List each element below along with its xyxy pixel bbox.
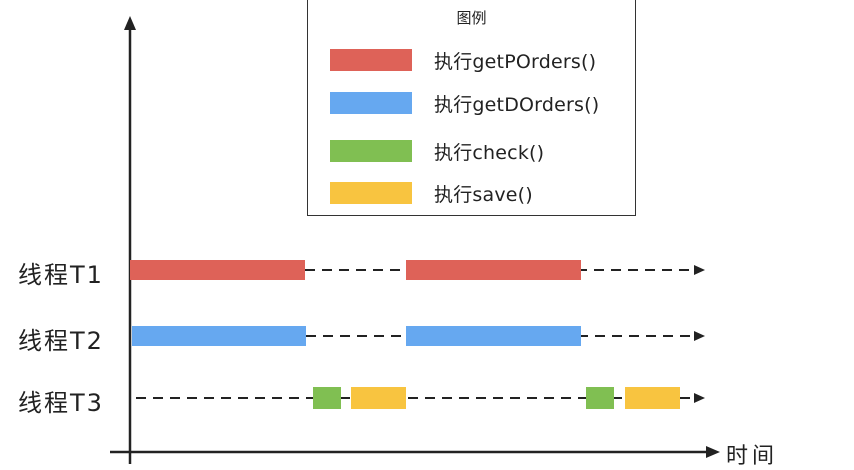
t3-save-block-1 [351, 387, 406, 409]
x-axis-label: 时间 [726, 444, 779, 469]
t3-save-block-2 [625, 387, 680, 409]
t1-getporders-bar-1 [130, 260, 305, 280]
t1-arrow [694, 265, 705, 275]
x-axis-arrow [706, 446, 720, 458]
legend-title: 图例 [456, 9, 487, 27]
t3-arrow [694, 393, 705, 403]
thread-label-t2: 线程T2 [18, 327, 104, 355]
t3-check-block-2 [586, 387, 614, 409]
legend-item-save: 执行save() [330, 180, 533, 206]
legend-label-getporders: 执行getPOrders() [434, 50, 597, 73]
legend-item-getporders: 执行getPOrders() [330, 47, 596, 73]
y-axis-arrow [124, 16, 136, 30]
legend-label-getdorders: 执行getDOrders() [434, 93, 600, 116]
legend-swatch-red [330, 49, 412, 71]
legend-swatch-yellow [330, 182, 412, 204]
t3-check-block-1 [313, 387, 341, 409]
legend-item-check: 执行check() [330, 138, 544, 164]
thread-label-t1: 线程T1 [18, 261, 104, 289]
legend-swatch-green [330, 140, 412, 162]
thread-label-t3: 线程T3 [18, 389, 104, 417]
t2-arrow [694, 331, 705, 341]
t2-getdorders-bar-2 [406, 326, 581, 346]
legend-item-getdorders: 执行getDOrders() [330, 90, 599, 116]
t1-getporders-bar-2 [406, 260, 581, 280]
legend-label-save: 执行save() [434, 183, 533, 206]
legend-box: 图例 执行getPOrders() 执行getDOrders() 执行check… [307, 0, 636, 216]
t2-getdorders-bar-1 [132, 326, 306, 346]
legend-label-check: 执行check() [434, 141, 545, 164]
legend-swatch-blue [330, 92, 412, 114]
